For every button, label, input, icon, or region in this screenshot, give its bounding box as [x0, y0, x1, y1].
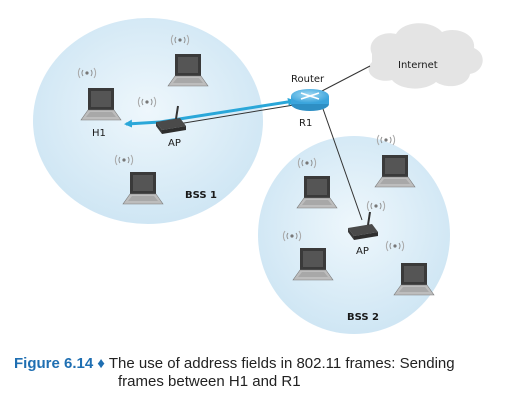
frame-path-arrow-h1	[124, 119, 161, 128]
h1-label: H1	[92, 128, 106, 139]
internet-label: Internet	[398, 60, 438, 71]
internet-cloud	[368, 23, 483, 89]
r1-label: R1	[299, 118, 312, 129]
router-internet-link	[319, 65, 371, 93]
bss1-area	[33, 18, 263, 224]
ap2-label: AP	[356, 246, 369, 257]
bss2-label: BSS 2	[347, 312, 379, 323]
router-icon	[291, 89, 329, 111]
router-ap2-link	[321, 105, 363, 221]
bss1-label: BSS 1	[185, 190, 217, 201]
ap1-router-link	[177, 103, 301, 125]
figure-caption: Figure 6.14♦The use of address fields in…	[14, 355, 504, 391]
frame-path-arrow-r1	[159, 97, 296, 124]
caption-line1: The use of address fields in 802.11 fram…	[108, 355, 455, 372]
ap1-label: AP	[168, 138, 181, 149]
caption-line2: frames between H1 and R1	[118, 373, 301, 390]
router-label: Router	[291, 74, 325, 85]
caption-bullet: ♦	[97, 355, 105, 372]
figure-number: Figure 6.14	[14, 355, 94, 372]
